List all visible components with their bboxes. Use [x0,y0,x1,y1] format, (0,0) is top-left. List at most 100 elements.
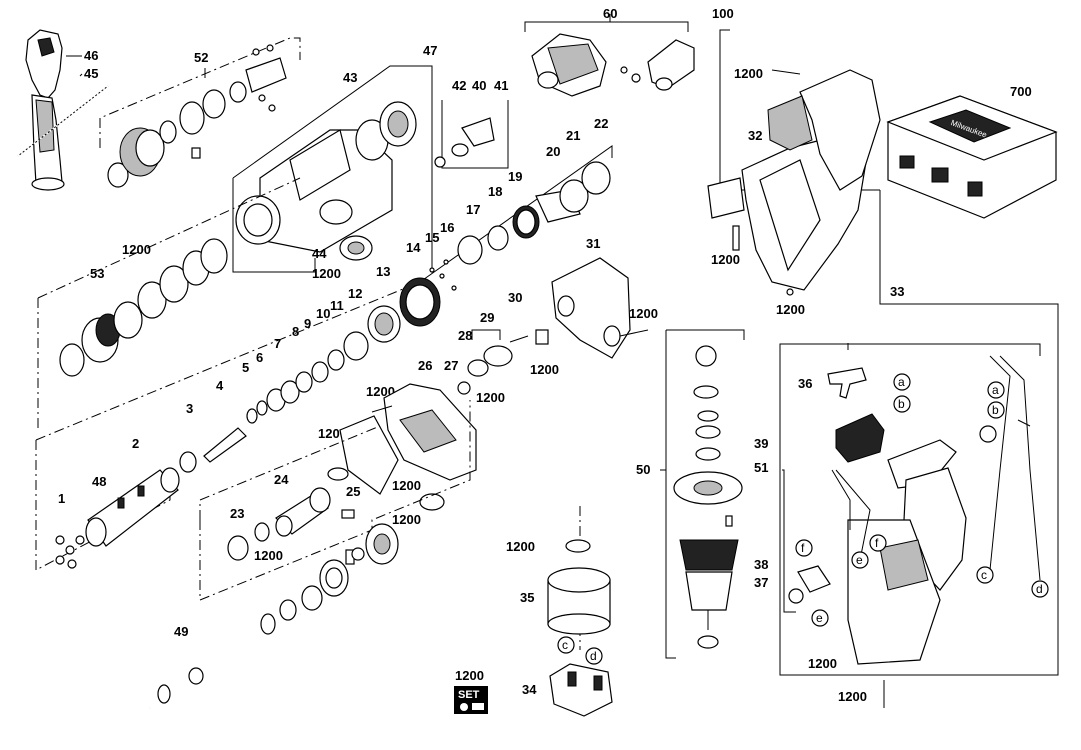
label-35: 35 [520,590,534,605]
label-4: 4 [216,378,224,393]
label-38: 38 [754,557,768,572]
gearbox-lower-housing [327,381,477,511]
letter-b-2: b [992,403,999,417]
label-20: 20 [546,144,560,159]
label-15: 15 [425,230,439,245]
label-1200-31: 1200 [629,306,658,321]
chuck-collar-parts [107,44,287,188]
label-1200-box: 1200 [808,656,837,671]
label-1200-100b: 1200 [711,252,740,267]
label-1200-53: 1200 [122,242,151,257]
label-1200-35: 1200 [506,539,535,554]
side-handle [17,29,109,191]
callout-letters: a b a b c d f f e e [795,373,1049,627]
label-37: 37 [754,575,768,590]
label-700: 700 [1010,84,1032,99]
label-43: 43 [343,70,357,85]
label-17: 17 [466,202,480,217]
label-36: 36 [798,376,812,391]
label-11: 11 [330,298,344,313]
label-100: 100 [712,6,734,21]
label-25: 25 [346,484,360,499]
label-45: 45 [84,66,98,81]
brush-holder [549,663,613,717]
stator-sleeve [547,539,611,635]
label-2: 2 [132,436,139,451]
label-28: 28 [458,328,472,343]
label-12: 12 [348,286,362,301]
label-40: 40 [472,78,486,93]
set-icon: SET [454,686,488,714]
label-30: 30 [508,290,522,305]
label-48: 48 [92,474,106,489]
letter-f-1: f [801,541,805,555]
label-7: 7 [274,336,281,351]
label-1200-oring: 1200 [392,478,421,493]
label-24: 24 [274,472,289,487]
label-46: 46 [84,48,98,63]
label-10: 10 [316,306,330,321]
label-1200-44: 1200 [312,266,341,281]
label-9: 9 [304,316,311,331]
crank-housing [467,257,649,377]
letter-e-2: e [816,611,823,625]
letter-c-34: c [562,638,568,652]
label-51: 51 [754,460,768,475]
motor-housing [707,69,881,296]
letter-b-1: b [898,397,905,411]
keyless-chuck [531,33,695,97]
label-14: 14 [406,240,421,255]
label-32: 32 [748,128,762,143]
label-22: 22 [594,116,608,131]
label-1200-set: 1200 [455,668,484,683]
label-1200-screw: 1200 [838,689,867,704]
label-1200-100c: 1200 [776,302,805,317]
label-39: 39 [754,436,768,451]
letter-a-2: a [992,383,999,397]
label-41: 41 [494,78,508,93]
letter-d-34: d [590,649,597,663]
label-16: 16 [440,220,454,235]
label-19: 19 [508,169,522,184]
label-34: 34 [522,682,537,697]
label-52: 52 [194,50,208,65]
label-60: 60 [603,6,617,21]
label-50: 50 [636,462,650,477]
label-29: 29 [480,310,494,325]
label-1200-26: 1200 [366,384,395,399]
letter-d-2: d [1036,582,1043,596]
intermediate-shaft [149,523,399,710]
label-21: 21 [566,128,580,143]
letter-e-1: e [856,553,863,567]
label-27: 27 [444,358,458,373]
carry-case: Milwaukee [886,95,1058,219]
label-5: 5 [242,360,249,375]
label-23: 23 [230,506,244,521]
label-42: 42 [452,78,466,93]
gear-44 [339,235,373,261]
label-6: 6 [256,350,263,365]
label-47: 47 [423,43,437,58]
label-18: 18 [488,184,502,199]
label-1200-oring2: 1200 [392,512,421,527]
label-33: 33 [890,284,904,299]
label-3: 3 [186,401,193,416]
label-1200-27: 1200 [476,390,505,405]
letter-f-2: f [875,536,879,550]
label-26: 26 [418,358,432,373]
gear-housing [235,101,495,253]
label-31: 31 [586,236,600,251]
label-8: 8 [292,324,299,339]
label-1200-30: 1200 [530,362,559,377]
piston-parts [227,487,355,561]
seal-rings-53 [59,238,228,377]
handle-assembly [788,355,1041,708]
label-13: 13 [376,264,390,279]
letter-c-2: c [981,568,987,582]
set-label: SET [458,689,480,701]
callout-d-34 [585,647,603,665]
label-1: 1 [58,491,65,506]
label-1200-100: 1200 [734,66,763,81]
armature-assembly [673,345,743,649]
